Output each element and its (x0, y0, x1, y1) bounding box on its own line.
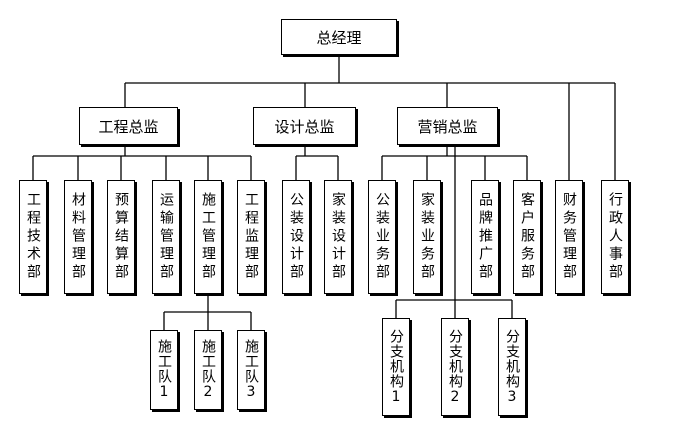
dept-label: 运输管理部 (158, 192, 174, 282)
marketing-director-label: 营销总监 (417, 117, 478, 136)
dept-label: 施工管理部 (200, 192, 216, 282)
dept-label: 工程技术部 (25, 192, 41, 282)
ceo-box: 总经理 (281, 19, 397, 55)
engineering-director-label: 工程总监 (98, 117, 159, 136)
team-label: 施工队1 (156, 339, 172, 401)
engineering-dept-box: 工程监理部 (237, 180, 265, 294)
engineering-dept-box: 预算结算部 (107, 180, 135, 294)
marketing-dept-box: 家装业务部 (413, 180, 441, 294)
marketing-dept-box: 品牌推广部 (471, 180, 499, 294)
engineering-dept-box: 材料管理部 (64, 180, 92, 294)
marketing-dept-box: 公装业务部 (368, 180, 396, 294)
finance-dept-box: 财务管理部 (555, 180, 583, 294)
marketing-director-box: 营销总监 (397, 107, 498, 145)
branch-label: 分支机构1 (388, 328, 404, 406)
design-dept-box: 公装设计部 (282, 180, 310, 294)
construction-team-box: 施工队2 (194, 330, 222, 410)
construction-team-box: 施工队3 (237, 330, 265, 410)
design-director-label: 设计总监 (274, 117, 335, 136)
design-director-box: 设计总监 (253, 107, 356, 145)
dept-label: 公装业务部 (374, 192, 390, 282)
branch-box: 分支机构2 (441, 318, 469, 416)
branch-label: 分支机构2 (447, 328, 463, 406)
dept-label: 财务管理部 (561, 192, 577, 282)
dept-label: 公装设计部 (288, 192, 304, 282)
ceo-label: 总经理 (316, 28, 362, 47)
branch-box: 分支机构3 (498, 318, 526, 416)
marketing-dept-box: 客户服务部 (513, 180, 541, 294)
dept-label: 品牌推广部 (477, 192, 493, 282)
engineering-dept-box: 工程技术部 (19, 180, 47, 294)
team-label: 施工队2 (200, 339, 216, 401)
branch-label: 分支机构3 (504, 328, 520, 406)
dept-label: 工程监理部 (243, 192, 259, 282)
engineering-dept-box: 运输管理部 (152, 180, 180, 294)
construction-team-box: 施工队1 (150, 330, 178, 410)
engineering-director-box: 工程总监 (79, 107, 178, 145)
design-dept-box: 家装设计部 (324, 180, 352, 294)
dept-label: 行政人事部 (607, 192, 623, 282)
dept-label: 客户服务部 (519, 192, 535, 282)
dept-label: 预算结算部 (113, 192, 129, 282)
engineering-dept-box: 施工管理部 (194, 180, 222, 294)
dept-label: 材料管理部 (70, 192, 86, 282)
branch-box: 分支机构1 (382, 318, 410, 416)
team-label: 施工队3 (243, 339, 259, 401)
dept-label: 家装设计部 (330, 192, 346, 282)
dept-label: 家装业务部 (419, 192, 435, 282)
admin-hr-dept-box: 行政人事部 (601, 180, 629, 294)
